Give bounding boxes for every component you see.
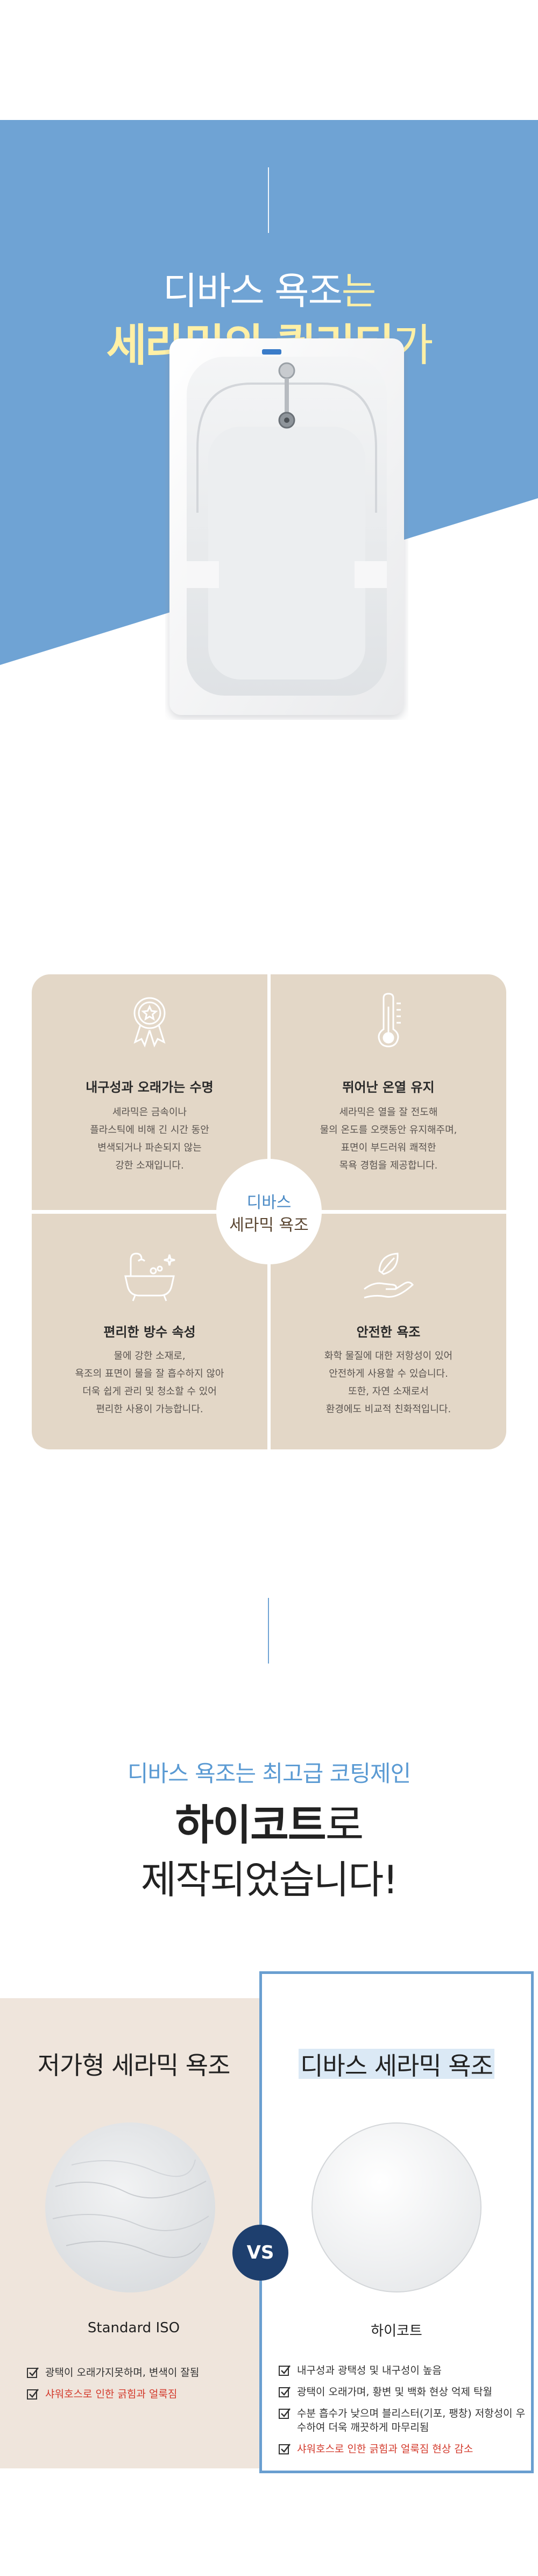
feature-title: 뛰어난 온열 유지 [342, 1080, 435, 1095]
list-item: 샤워호스로 인한 긁힘과 얼룩짐 [27, 2387, 253, 2401]
cheap-feature-list: 광택이 오래가지못하며, 변색이 잘됨 샤워호스로 인한 긁힘과 얼룩짐 [27, 2366, 253, 2409]
list-item-text: 내구성과 광택성 및 내구성이 높음 [297, 2365, 442, 2376]
list-item: 수분 흡수가 낮으며 블리스터(기포, 팽창) 저항성이 우수하여 더욱 깨끗하… [279, 2407, 526, 2435]
compare-title-highlight [299, 2049, 494, 2079]
feature-desc: 세라믹은 금속이나 플라스틱에 비해 긴 시간 동안 변색되거나 파손되지 않는… [90, 1107, 209, 1171]
feature-title: 내구성과 오래가는 수명 [86, 1080, 214, 1095]
coating-divider-line [268, 1598, 269, 1664]
list-item-text: 샤워호스로 인한 긁힘과 얼룩짐 [45, 2388, 178, 2400]
standard-name: Standard ISO [87, 2320, 180, 2336]
features-center-badge: 디바스 세라믹 욕조 [216, 1159, 322, 1264]
divas-feature-list: 내구성과 광택성 및 내구성이 높음 광택이 오래가며, 황변 및 백화 현상 … [279, 2363, 526, 2464]
feature-desc: 물에 강한 소재로, 욕조의 표면이 물을 잘 흡수하지 않아 더욱 쉽게 관리… [75, 1350, 224, 1415]
list-item: 광택이 오래가며, 황변 및 백화 현상 억제 탁월 [279, 2385, 526, 2399]
coating-brand: 하이코트 [175, 1801, 327, 1850]
coating-suffix: 로 [325, 1801, 364, 1850]
features-grid: 내구성과 오래가는 수명 세라믹은 금속이나 플라스틱에 비해 긴 시간 동안 … [32, 974, 506, 1449]
coating-intro: 디바스 욕조는 최고급 코팅제인 [127, 1760, 411, 1787]
bathtub-image [169, 338, 404, 715]
checkbox-icon [279, 2365, 291, 2376]
feature-title: 안전한 욕조 [356, 1325, 421, 1340]
coating-sub-headline: 제작되었습니다! [140, 1857, 399, 1902]
bathtub-icon [124, 1252, 175, 1301]
feature-title: 편리한 방수 속성 [103, 1325, 196, 1340]
feature-waterproof: 편리한 방수 속성 물에 강한 소재로, 욕조의 표면이 물을 잘 흡수하지 않… [32, 1214, 267, 1449]
hero-divider-line [268, 167, 269, 233]
list-item: 샤워호스로 인한 긁힘과 얼룩짐 현상 감소 [279, 2442, 526, 2456]
compare-divas-title: 디바스 세라믹 욕조 [300, 2051, 493, 2080]
checkbox-icon [27, 2367, 39, 2378]
badge-line2: 세라믹 욕조 [229, 1216, 309, 1235]
thermometer-icon [378, 993, 401, 1048]
checkbox-icon [27, 2389, 39, 2400]
hicoat-name: 하이코트 [371, 2323, 422, 2339]
hero-title-suffix: 는 [341, 269, 376, 313]
list-item: 광택이 오래가지못하며, 변색이 잘됨 [27, 2366, 253, 2380]
hero-brand-text: 디바스 욕조 [162, 269, 343, 313]
list-item: 내구성과 광택성 및 내구성이 높음 [279, 2363, 526, 2377]
feature-heat: 뛰어난 온열 유지 세라믹은 열을 잘 전도해 물의 온도를 오랫동안 유지해주… [271, 974, 506, 1210]
hero-title-line1: 디바스 욕조는 [0, 261, 538, 315]
list-item-text: 수분 흡수가 낮으며 블리스터(기포, 팽창) 저항성이 우수하여 더욱 깨끗하… [297, 2408, 526, 2433]
feature-safety: 안전한 욕조 화학 물질에 대한 저항성이 있어 안전하게 사용할 수 있습니다… [271, 1214, 506, 1449]
checkbox-icon [279, 2387, 291, 2397]
compare-cheap-title: 저가형 세라믹 욕조 [37, 2051, 231, 2080]
standard-surface-image [45, 2122, 215, 2292]
checkbox-icon [279, 2444, 291, 2454]
feature-durability: 내구성과 오래가는 수명 세라믹은 금속이나 플라스틱에 비해 긴 시간 동안 … [32, 974, 267, 1210]
feature-desc: 화학 물질에 대한 저항성이 있어 안전하게 사용할 수 있습니다. 또한, 자… [324, 1350, 453, 1415]
badge-line1: 디바스 [246, 1193, 292, 1212]
feature-desc: 세라믹은 열을 잘 전도해 물의 온도를 오랫동안 유지해주며, 표면이 부드러… [320, 1107, 457, 1171]
list-item-text: 광택이 오래가지못하며, 변색이 잘됨 [45, 2367, 200, 2379]
list-item-text: 샤워호스로 인한 긁힘과 얼룩짐 현상 감소 [297, 2443, 473, 2455]
award-icon [133, 997, 166, 1048]
vs-badge: VS [232, 2225, 288, 2281]
list-item-text: 광택이 오래가며, 황변 및 백화 현상 억제 탁월 [297, 2386, 492, 2398]
checkbox-icon [279, 2408, 291, 2419]
hicoat-surface-image [312, 2122, 482, 2292]
coating-headline: 하이코트로 [0, 1792, 538, 1852]
leaf-hand-icon [364, 1252, 414, 1299]
